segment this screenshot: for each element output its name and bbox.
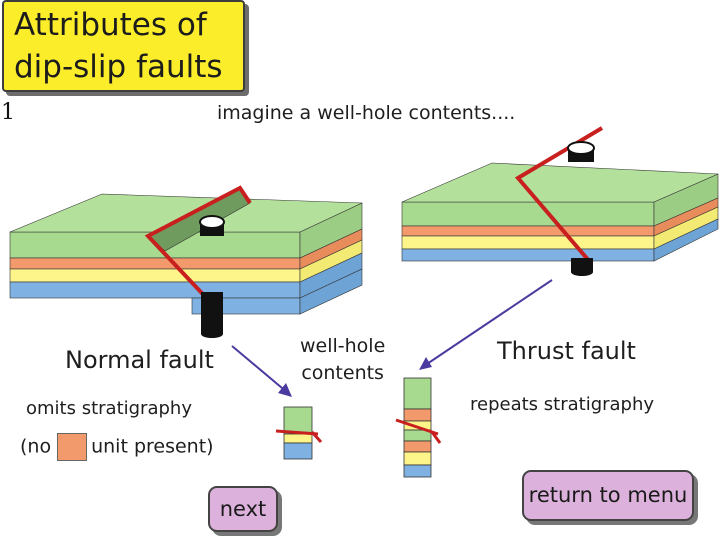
return-to-menu-button[interactable]: return to menu xyxy=(522,470,694,521)
intro-text: imagine a well-hole contents.... xyxy=(217,102,516,124)
thrust-fault-effect: repeats stratigraphy xyxy=(470,394,655,415)
title-line-2: dip-slip faults xyxy=(14,49,223,85)
missing-unit-note-after: unit present) xyxy=(91,435,214,458)
normal-well-column xyxy=(275,406,323,460)
thrust-fault-label: Thrust fault xyxy=(497,337,636,365)
normal-fault-block xyxy=(9,185,363,338)
well-hole-label: well-hole contents xyxy=(300,333,385,387)
thrust-layer-orange xyxy=(401,225,655,237)
thrust-layer-blue xyxy=(401,248,655,262)
arrow-normal-to-column xyxy=(231,345,292,397)
title-line-1: Attributes of xyxy=(14,7,207,43)
arrow-thrust-to-column xyxy=(419,279,553,370)
well-hole-label-line-2: contents xyxy=(301,362,384,384)
thrust-well-shaft xyxy=(571,258,593,272)
thrust-layer-green xyxy=(401,201,655,227)
thrust-fault-block xyxy=(401,126,719,276)
missing-unit-note-before: (no xyxy=(20,435,52,458)
missing-unit-note: (no unit present) xyxy=(20,433,214,461)
orange-unit-swatch xyxy=(57,433,88,461)
normal-fault-effect: omits stratigraphy xyxy=(26,398,192,419)
next-button[interactable]: next xyxy=(208,486,278,532)
normal-well-shaft xyxy=(201,292,223,334)
normal-layer-blue xyxy=(9,281,301,299)
normal-fault-label: Normal fault xyxy=(65,346,214,374)
well-hole-label-line-1: well-hole xyxy=(300,335,386,357)
slide-number: 1 xyxy=(1,100,15,125)
thrust-layer-yellow xyxy=(401,235,655,250)
normal-layer-yellow xyxy=(9,268,301,283)
thrust-well-column xyxy=(395,377,442,478)
title-box: Attributes of dip-slip faults xyxy=(2,0,245,92)
normal-layer-orange xyxy=(9,257,301,270)
